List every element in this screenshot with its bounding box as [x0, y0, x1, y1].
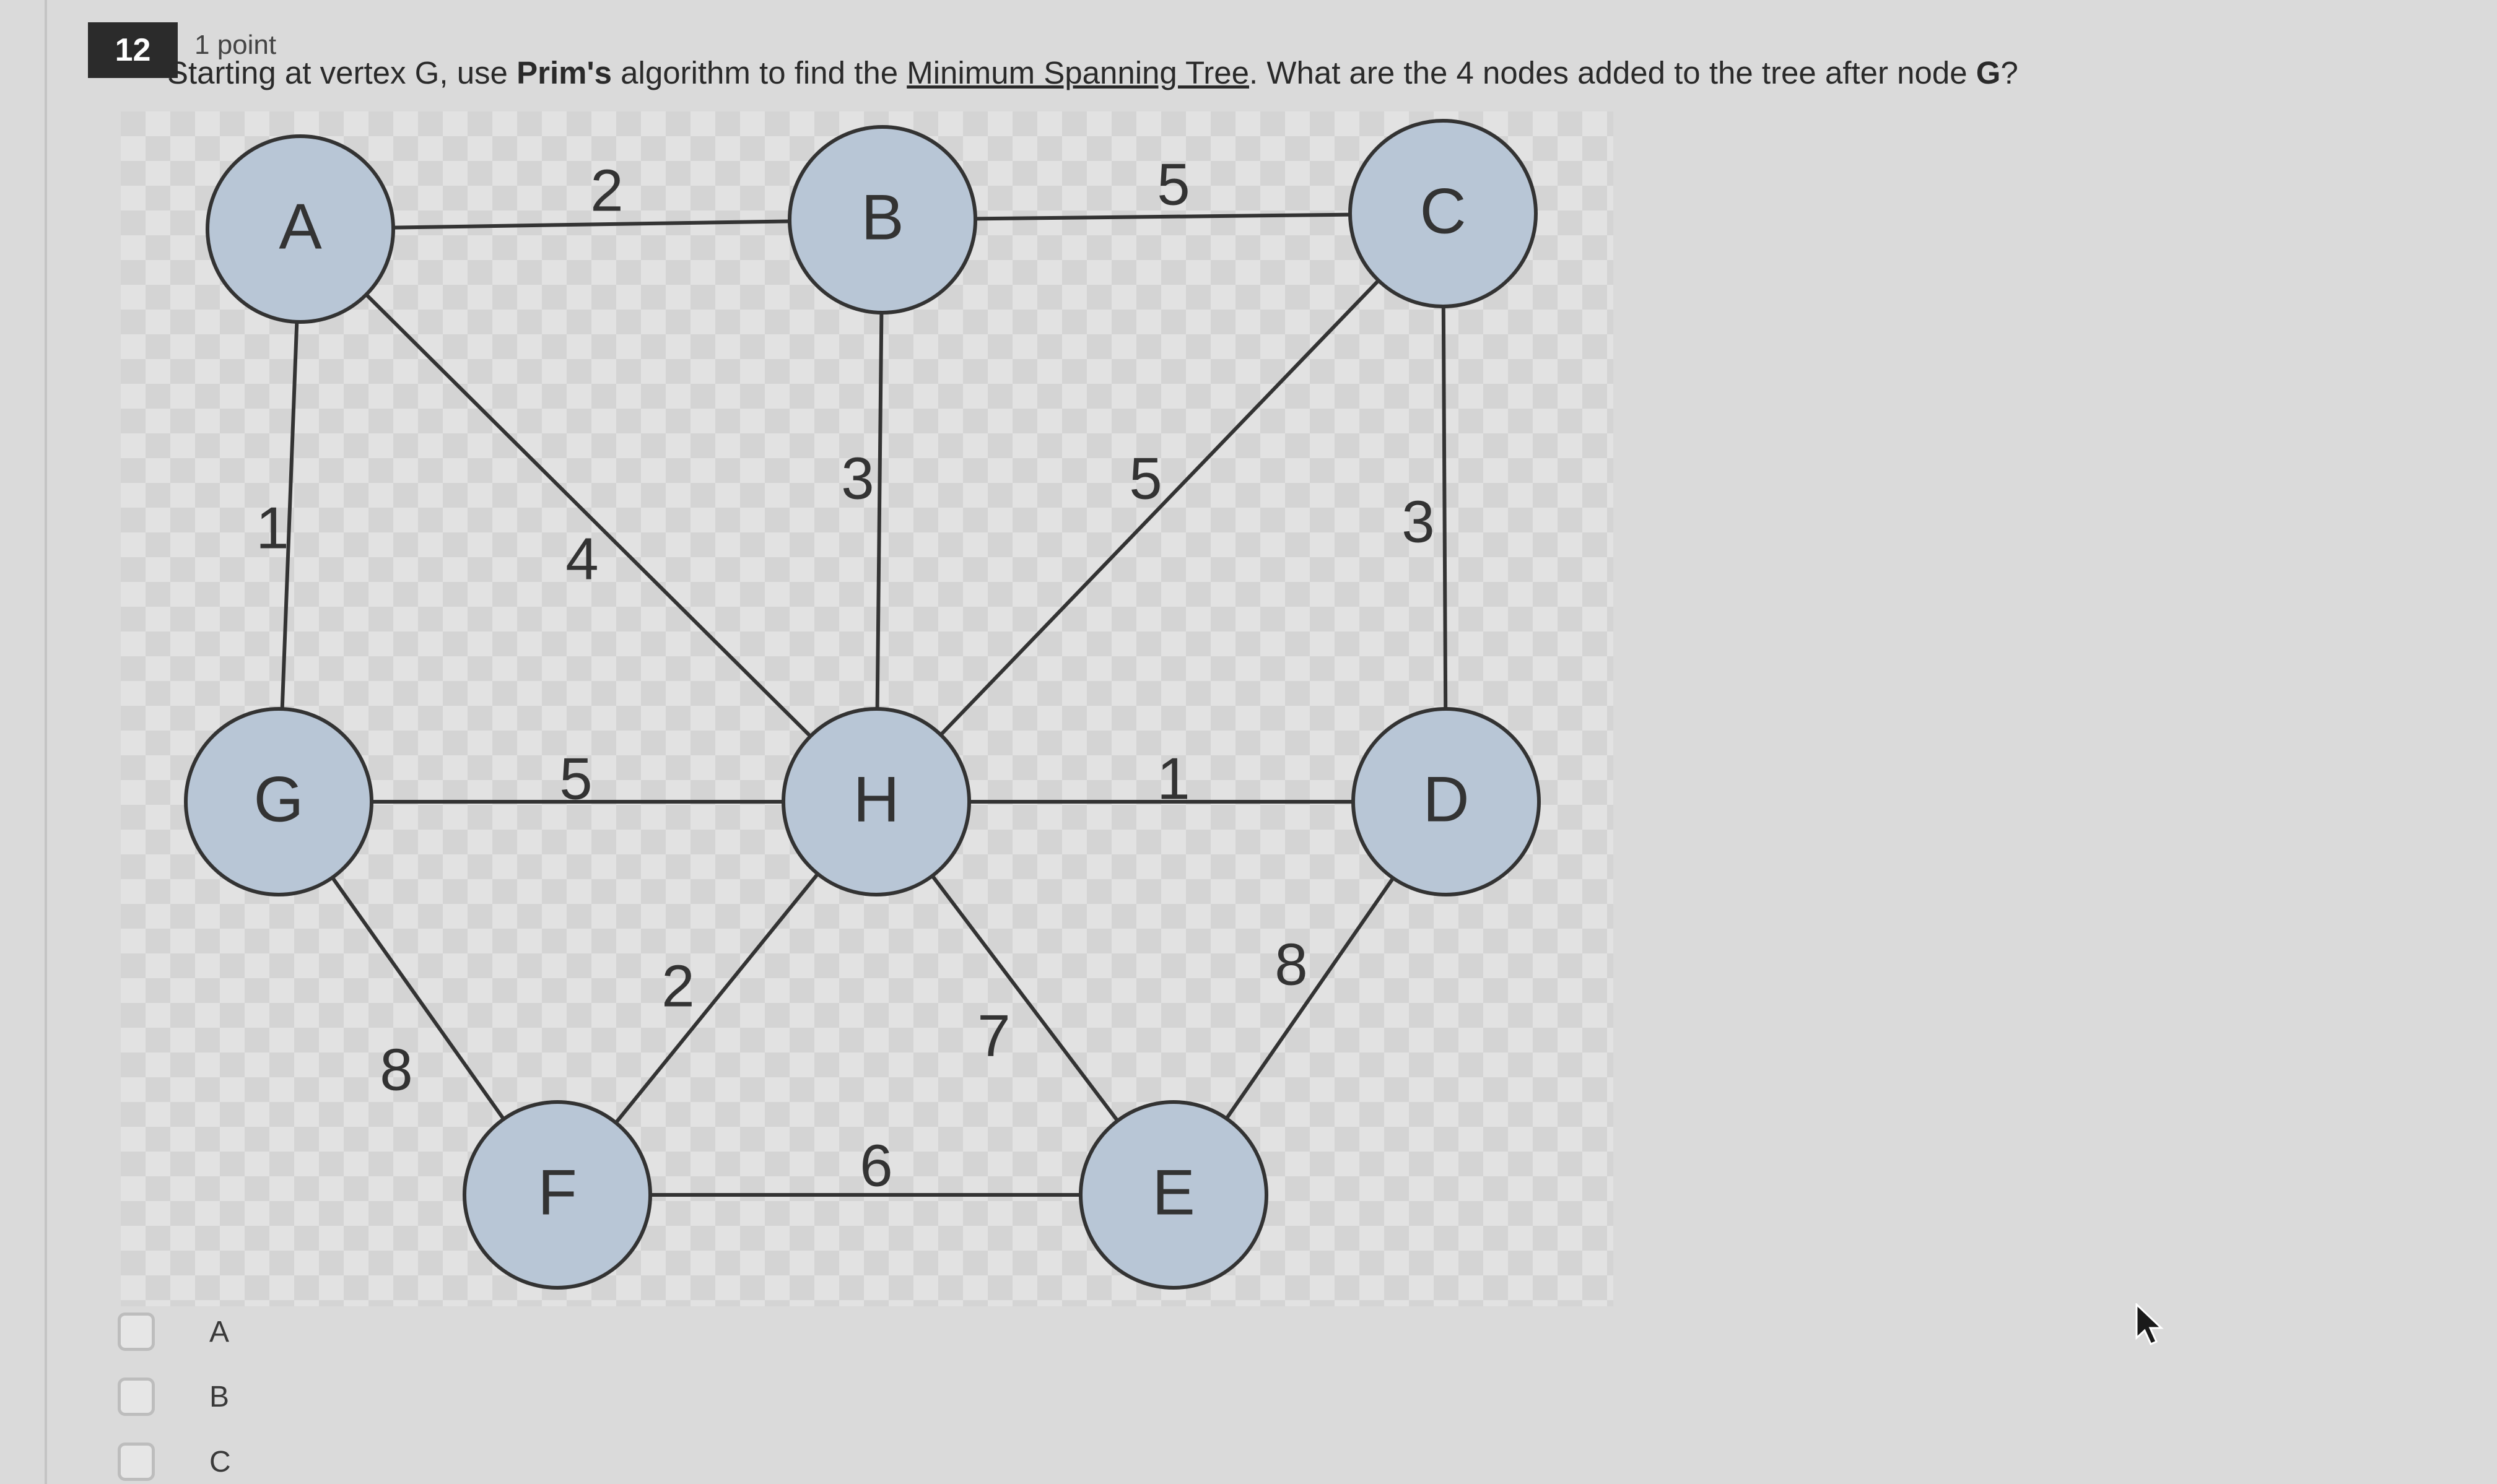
node-label: F	[538, 1156, 577, 1228]
question-number: 12	[115, 32, 151, 68]
edge-a-h	[299, 227, 878, 804]
edge-weight-h-e: 7	[977, 1002, 1010, 1069]
node-label: B	[861, 181, 904, 253]
edge-weight-a-b: 2	[590, 157, 623, 223]
node-label: G	[254, 763, 304, 835]
edge-weight-b-h: 3	[841, 445, 874, 511]
edge-weight-f-e: 6	[860, 1132, 892, 1199]
option-checkbox[interactable]	[118, 1378, 155, 1416]
node-circle	[1079, 1100, 1268, 1290]
node-label: D	[1423, 763, 1469, 835]
option-a[interactable]: A	[118, 1313, 229, 1351]
question-number-badge: 12	[88, 22, 178, 78]
node-h: H	[782, 707, 971, 896]
prompt-part: Starting at vertex G, use	[167, 55, 517, 90]
left-border	[45, 0, 47, 1484]
prompt-part: G	[1976, 55, 2001, 90]
edge-weight-g-f: 8	[380, 1036, 412, 1103]
edge-weight-b-c: 5	[1157, 151, 1190, 217]
option-label: B	[209, 1380, 230, 1413]
prompt-part: Prim's	[516, 55, 612, 90]
prompt-part: algorithm to find the	[611, 55, 907, 90]
edge-weight-f-h: 2	[661, 953, 694, 1019]
node-circle	[1351, 707, 1541, 896]
question-prompt: Starting at vertex G, use Prim's algorit…	[167, 54, 2018, 91]
node-f: F	[463, 1100, 652, 1290]
node-d: D	[1351, 707, 1541, 896]
option-label: A	[209, 1315, 230, 1348]
node-circle	[184, 707, 373, 896]
edge-weight-h-d: 1	[1157, 745, 1190, 812]
edge-weight-c-d: 3	[1401, 488, 1434, 555]
node-circle	[463, 1100, 652, 1290]
node-label: E	[1152, 1156, 1195, 1228]
edge-weight-a-h: 4	[565, 526, 598, 592]
node-circle	[788, 125, 977, 315]
edge-weight-g-h: 5	[559, 745, 592, 812]
node-circle	[1348, 119, 1538, 308]
option-checkbox[interactable]	[118, 1443, 155, 1481]
edge-weight-a-g: 1	[256, 495, 289, 561]
node-circle	[206, 134, 395, 324]
edge-a-g	[277, 228, 302, 802]
node-b: B	[788, 125, 977, 315]
option-checkbox[interactable]	[118, 1313, 155, 1351]
edge-weight-c-h: 5	[1129, 445, 1162, 511]
edge-weight-e-d: 8	[1275, 931, 1307, 997]
prompt-part: Minimum Spanning Tree	[907, 55, 1249, 90]
node-a: A	[206, 134, 395, 324]
node-label: H	[853, 763, 899, 835]
option-c[interactable]: C	[118, 1443, 231, 1481]
node-g: G	[184, 707, 373, 896]
edge-a-b	[300, 218, 883, 231]
node-label: A	[279, 191, 322, 263]
graph-image: 2 5 1 4 3 5 3 5 1 8 2 7 6 8 A B C G H D F E	[121, 111, 1613, 1306]
edge-c-d	[1441, 213, 1448, 802]
edge-b-h	[874, 219, 884, 802]
option-label: C	[209, 1445, 231, 1478]
node-c: C	[1348, 119, 1538, 308]
node-circle	[782, 707, 971, 896]
option-b[interactable]: B	[118, 1378, 229, 1416]
question-points: 1 point	[194, 30, 277, 60]
prompt-part: . What are the 4 nodes added to the tree…	[1249, 55, 1976, 90]
node-label: C	[1419, 175, 1466, 247]
node-e: E	[1079, 1100, 1268, 1290]
graph-diagram: 2 5 1 4 3 5 3 5 1 8 2 7 6 8 A B C G H D F E	[121, 111, 1613, 1306]
prompt-part: ?	[2000, 55, 2018, 90]
mouse-cursor-icon	[2135, 1303, 2164, 1345]
edge-c-h	[874, 212, 1445, 804]
